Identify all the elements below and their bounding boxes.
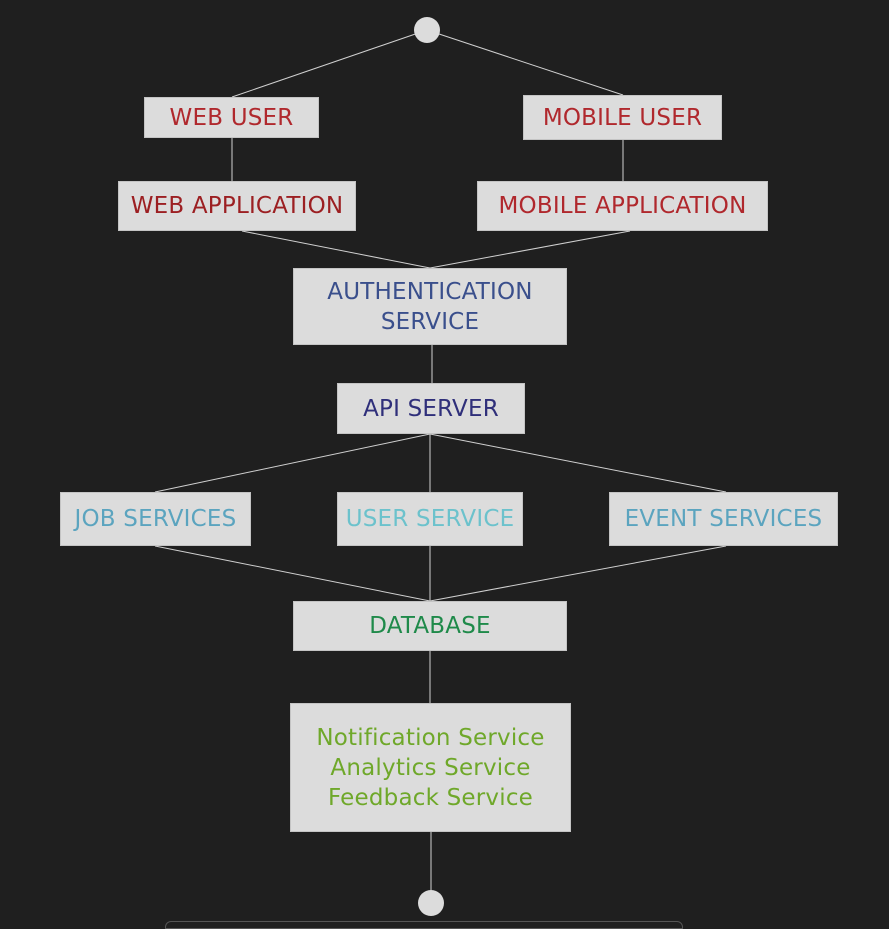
node-job-services-label: JOB SERVICES	[74, 506, 237, 532]
node-web-user[interactable]: WEB USER	[144, 97, 319, 138]
node-user-service-label: USER SERVICE	[345, 506, 515, 532]
connector-api-event	[429, 433, 727, 493]
connector-web-app-auth	[241, 230, 431, 269]
node-authentication-service-line-2: SERVICE	[380, 308, 480, 335]
connector-start-mobile-user	[426, 29, 624, 96]
node-database[interactable]: DATABASE	[293, 601, 567, 651]
node-event-services[interactable]: EVENT SERVICES	[609, 492, 838, 546]
node-job-services[interactable]: JOB SERVICES	[60, 492, 251, 546]
node-web-application-label: WEB APPLICATION	[130, 193, 344, 219]
node-mobile-application-label: MOBILE APPLICATION	[498, 193, 747, 219]
connector-api-job	[154, 433, 431, 493]
node-api-server[interactable]: API SERVER	[337, 383, 525, 434]
node-analytics-service-label: Analytics Service	[330, 754, 531, 781]
node-web-application[interactable]: WEB APPLICATION	[118, 181, 356, 231]
node-feedback-service-label: Feedback Service	[327, 784, 534, 811]
node-web-user-label: WEB USER	[169, 104, 294, 131]
node-authentication-service[interactable]: AUTHENTICATION SERVICE	[293, 268, 567, 345]
connector-mobile-app-auth	[429, 230, 631, 269]
node-mobile-application[interactable]: MOBILE APPLICATION	[477, 181, 768, 231]
bottom-panel-edge	[165, 921, 683, 929]
node-event-services-label: EVENT SERVICES	[624, 506, 823, 532]
node-mobile-user-label: MOBILE USER	[542, 104, 703, 131]
connector-job-database	[154, 545, 431, 602]
end-node	[418, 890, 444, 916]
node-user-service[interactable]: USER SERVICE	[337, 492, 523, 546]
node-auxiliary-services[interactable]: Notification Service Analytics Service F…	[290, 703, 571, 832]
connector-start-web-user	[231, 29, 428, 98]
start-node	[414, 17, 440, 43]
node-mobile-user[interactable]: MOBILE USER	[523, 95, 722, 140]
node-api-server-label: API SERVER	[363, 395, 499, 422]
node-authentication-service-line-1: AUTHENTICATION	[327, 278, 533, 305]
node-notification-service-label: Notification Service	[316, 724, 545, 751]
node-database-label: DATABASE	[369, 613, 491, 639]
connector-event-database	[429, 545, 727, 602]
